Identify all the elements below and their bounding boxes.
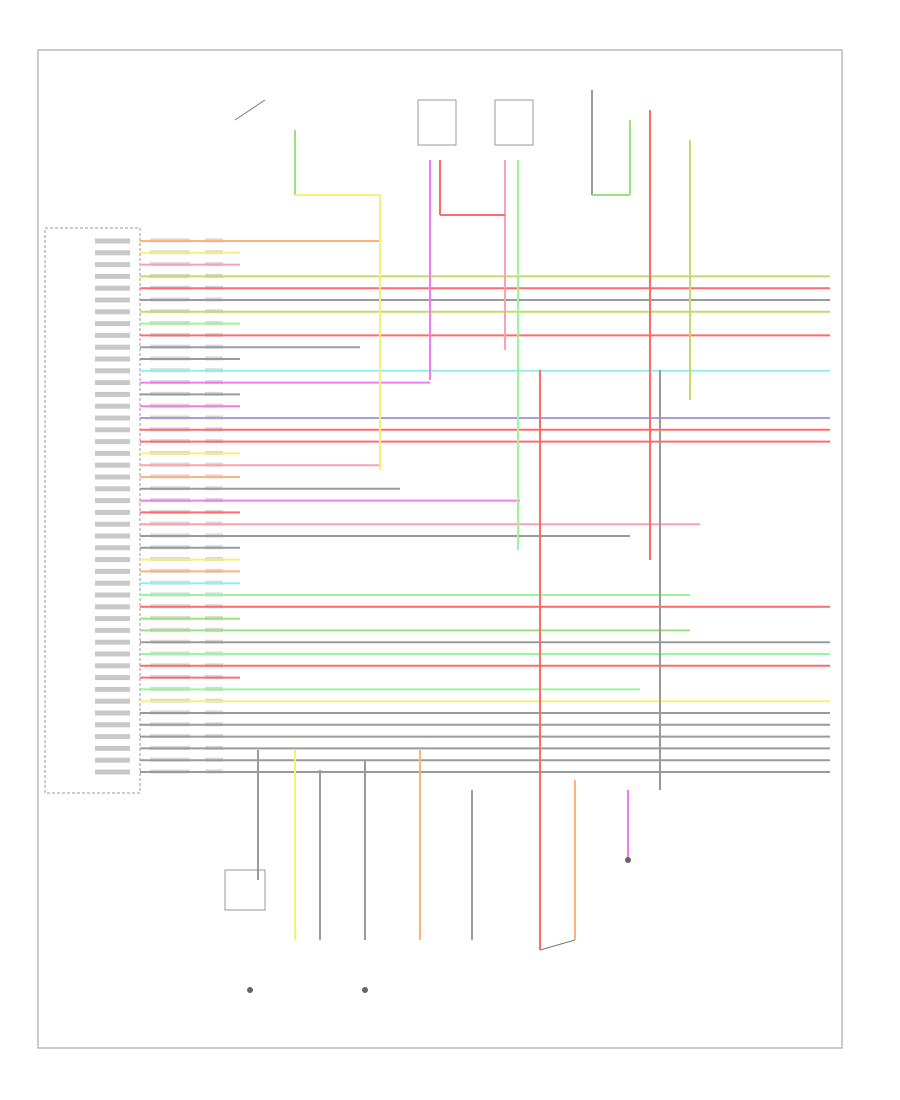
pin-label xyxy=(95,616,130,622)
pin-label xyxy=(95,651,130,657)
pin-label xyxy=(95,250,130,256)
pin-label xyxy=(95,474,130,480)
pin-label xyxy=(95,415,130,421)
pin-label xyxy=(95,545,130,551)
pin-label xyxy=(95,557,130,563)
pin-label xyxy=(95,686,130,692)
pin-label xyxy=(95,391,130,397)
pin-label xyxy=(95,757,130,763)
ground-icon xyxy=(362,987,368,993)
pin-label xyxy=(95,309,130,315)
pin-label xyxy=(95,639,130,645)
pin-label xyxy=(95,462,130,468)
pin-label xyxy=(95,769,130,775)
pin-label xyxy=(95,568,130,574)
pin-label xyxy=(95,592,130,598)
wires xyxy=(140,90,830,950)
components xyxy=(224,99,631,993)
pin-label xyxy=(95,486,130,492)
pin-label xyxy=(95,321,130,327)
pin-label xyxy=(95,450,130,456)
pin-label xyxy=(95,285,130,291)
pin-label xyxy=(95,403,130,409)
pin-label xyxy=(95,521,130,527)
pin-label xyxy=(95,262,130,268)
pin-label xyxy=(95,675,130,681)
pin-label xyxy=(95,710,130,716)
pin-label xyxy=(95,498,130,504)
pin-label xyxy=(95,509,130,515)
pin-label xyxy=(95,722,130,728)
pin-label xyxy=(95,344,130,350)
pin-label xyxy=(95,627,130,633)
pin-label xyxy=(95,368,130,374)
switch-icon xyxy=(539,939,576,951)
pin-label xyxy=(95,604,130,610)
pin-label xyxy=(95,297,130,303)
pin-label xyxy=(95,356,130,362)
pin-label xyxy=(95,533,130,539)
pin-label xyxy=(95,332,130,338)
pin-label xyxy=(95,734,130,740)
connector-icon xyxy=(417,99,457,146)
pin-label xyxy=(95,238,130,244)
connector-icon xyxy=(494,99,534,146)
pin-label xyxy=(95,745,130,751)
ground-icon xyxy=(247,987,253,993)
pin-label xyxy=(95,427,130,433)
connector-icon xyxy=(224,869,266,911)
pin-label xyxy=(95,698,130,704)
pin-label xyxy=(95,380,130,386)
control-module-box xyxy=(44,227,141,794)
pin-label xyxy=(95,439,130,445)
switch-icon xyxy=(234,99,266,121)
pin-label xyxy=(95,273,130,279)
ground-icon xyxy=(625,857,631,863)
pin-label xyxy=(95,580,130,586)
module-pin-labels xyxy=(95,238,223,775)
diagram-border xyxy=(37,49,843,1049)
pin-label xyxy=(95,663,130,669)
